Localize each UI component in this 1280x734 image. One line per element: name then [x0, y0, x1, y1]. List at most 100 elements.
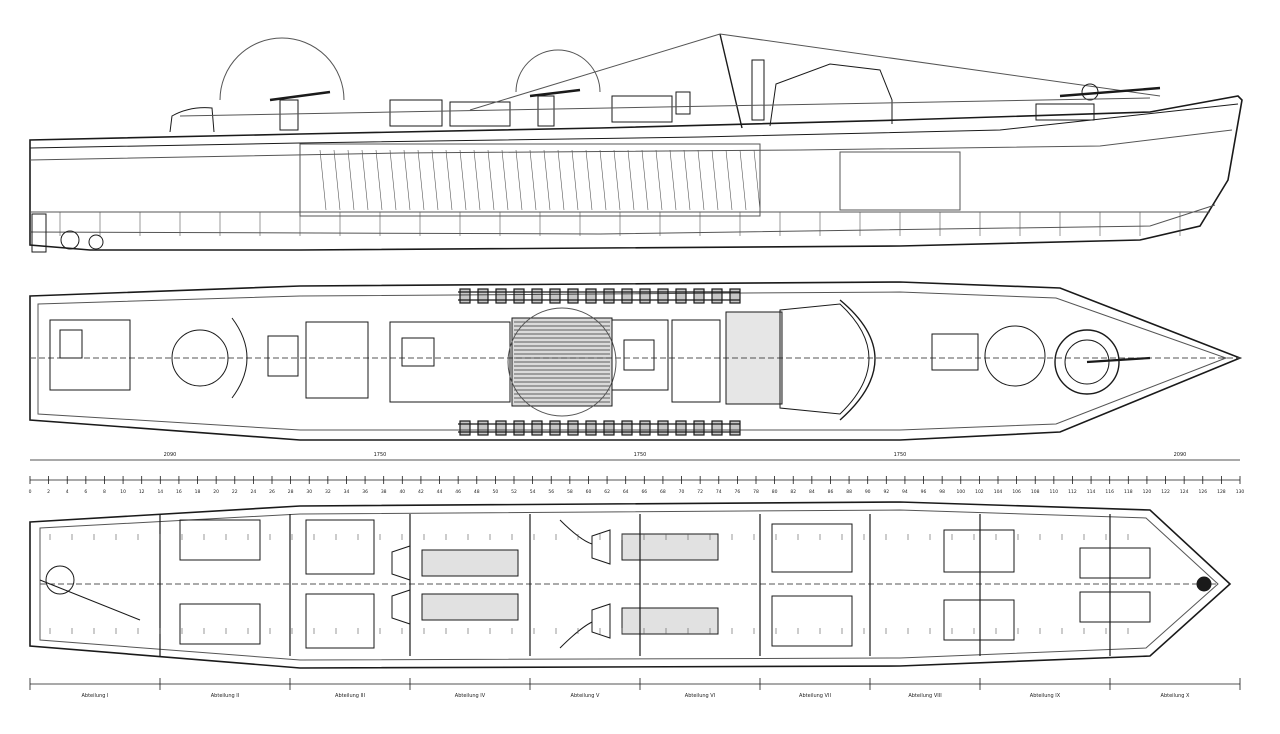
frame-number: 80: [772, 489, 778, 495]
rail-chock: [585, 420, 597, 436]
frame-number: 128: [1217, 489, 1226, 495]
deck-bow-gun-inner: [1064, 339, 1110, 385]
profile-view: [29, 33, 1243, 253]
compartment-scale: [29, 678, 1241, 690]
profile-stay: [469, 33, 721, 111]
machinery-line: [473, 149, 481, 211]
frame-number: 102: [975, 489, 984, 495]
frame-number: 8: [103, 489, 106, 495]
compartment-label: Abteilung X: [1161, 693, 1191, 699]
frame-number: 100: [956, 489, 965, 495]
frame-number: 40: [399, 489, 405, 495]
frame-number: 78: [753, 489, 759, 495]
frame-number: 82: [790, 489, 796, 495]
deck-fwd-hatch-ring: [984, 325, 1046, 387]
frame-number: 70: [679, 489, 685, 495]
frame-number: 122: [1161, 489, 1170, 495]
rail-chock: [711, 420, 723, 436]
interior-inner-edge: [39, 509, 1219, 661]
frame-number: 12: [139, 489, 145, 495]
frame-number: 94: [902, 489, 908, 495]
machinery-line: [333, 149, 341, 211]
forward-storage: [1079, 547, 1151, 579]
compartment-label: Abteilung IV: [455, 693, 486, 699]
machinery-line: [403, 149, 411, 211]
interior-rudder-stock: [39, 579, 141, 621]
machinery-line: [445, 149, 453, 211]
rail-chock: [531, 288, 543, 304]
rail-chock: [621, 288, 633, 304]
frame-number: 32: [325, 489, 331, 495]
machinery-line: [683, 149, 691, 211]
profile-propeller: [60, 230, 80, 250]
engine-gearbox: [391, 545, 411, 581]
machinery-line: [739, 149, 747, 211]
rail-chock: [657, 288, 669, 304]
fuel-tank: [179, 603, 261, 645]
forward-storage: [1079, 591, 1151, 623]
profile-forward-compartment: [839, 151, 961, 211]
machinery-line: [557, 149, 565, 211]
profile-funnel: [751, 59, 765, 121]
machinery-line: [725, 149, 733, 211]
profile-aft-gun: [269, 90, 331, 131]
profile-rudder: [31, 213, 47, 253]
frame-number: 28: [288, 489, 294, 495]
frame-number: 18: [195, 489, 201, 495]
profile-propeller: [88, 234, 104, 250]
frame-number: 108: [1031, 489, 1040, 495]
machinery-line: [529, 149, 537, 211]
profile-engine-room: [299, 143, 761, 217]
deck-grating-lines: [514, 321, 610, 403]
machinery-line: [627, 149, 635, 211]
dimension-label: 1750: [894, 452, 907, 458]
compartment-label: Abteilung IX: [1030, 693, 1061, 699]
engine-block: [421, 549, 519, 577]
frame-number: 14: [157, 489, 163, 495]
machinery-line: [585, 149, 593, 211]
rail-chock: [567, 420, 579, 436]
machinery-line: [319, 149, 327, 211]
deck-aft-gun-mount: [267, 335, 299, 377]
deck-bridge: [725, 311, 783, 405]
machinery-line: [599, 149, 607, 211]
frame-number: 112: [1068, 489, 1077, 495]
rail-chock: [639, 288, 651, 304]
machinery-line: [515, 149, 523, 211]
frame-number: 98: [939, 489, 945, 495]
profile-deckhouse: [769, 63, 893, 127]
frame-number: 58: [567, 489, 573, 495]
rail-chock: [477, 288, 489, 304]
profile-mast: [719, 33, 743, 129]
fuel-tank: [305, 519, 375, 575]
frame-number: 30: [306, 489, 312, 495]
deck-engine-hatch: [389, 321, 511, 403]
frame-number: 16: [176, 489, 182, 495]
rail-chock: [711, 288, 723, 304]
frame-number: 54: [530, 489, 536, 495]
fuel-tank: [305, 593, 375, 649]
frame-number: 120: [1143, 489, 1152, 495]
frame-number: 90: [865, 489, 871, 495]
deck-hatch: [671, 319, 721, 403]
frame-number: 38: [381, 489, 387, 495]
profile-gun-arc-mid: [515, 49, 601, 93]
machinery-line: [711, 149, 719, 211]
deck-aft-arc: [231, 317, 248, 399]
profile-aft-cockpit: [169, 107, 215, 133]
frame-number: 74: [716, 489, 722, 495]
rail-chock: [459, 288, 471, 304]
commander-cabin: [771, 595, 853, 647]
frame-number: 114: [1087, 489, 1096, 495]
engine-gearbox: [591, 603, 611, 639]
machinery-line: [417, 149, 425, 211]
frame-number: 84: [809, 489, 815, 495]
machinery-line: [431, 149, 439, 211]
rail-chock: [675, 288, 687, 304]
frame-number: 96: [921, 489, 927, 495]
frame-number: 62: [604, 489, 610, 495]
frame-number: 24: [251, 489, 257, 495]
